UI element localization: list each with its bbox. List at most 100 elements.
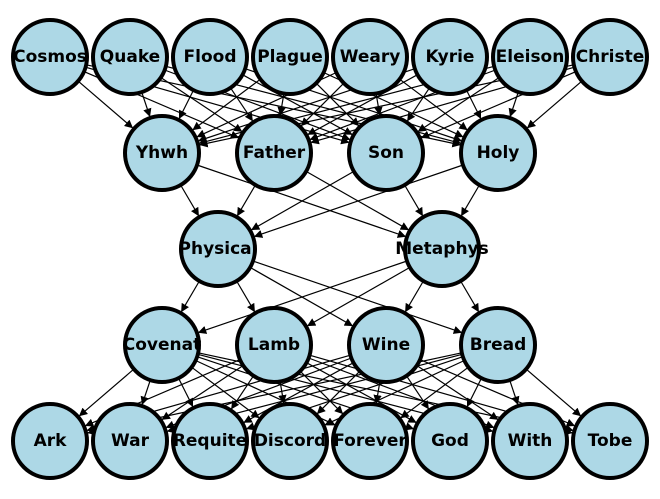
node-circle	[411, 18, 489, 96]
edge-christe-to-holy	[526, 80, 583, 129]
node-weary: Weary	[331, 18, 409, 96]
node-circle	[347, 114, 425, 192]
node-quake: Quake	[91, 18, 169, 96]
node-circle	[571, 402, 649, 480]
node-circle	[403, 210, 481, 288]
edge-yhwh-to-physical	[180, 184, 200, 217]
node-label: Cosmos	[13, 47, 87, 67]
node-lamb: Lamb	[235, 306, 313, 384]
edge-covenat-to-ark	[78, 368, 135, 417]
node-label: Father	[243, 143, 306, 163]
node-circle	[123, 306, 201, 384]
node-wine: Wine	[347, 306, 425, 384]
node-label: Quake	[100, 47, 160, 67]
edge-flood-to-son	[242, 74, 353, 136]
node-label: Bread	[470, 335, 527, 355]
node-flood: Flood	[171, 18, 249, 96]
node-label: Eleison	[496, 47, 565, 67]
node-discord: Discord	[251, 402, 329, 480]
node-circle	[235, 306, 313, 384]
node-circle	[459, 306, 537, 384]
node-circle	[251, 18, 329, 96]
edge-physical-to-lamb	[236, 280, 256, 313]
node-label: Plague	[257, 47, 323, 67]
edge-wine-to-discord	[316, 370, 361, 415]
node-yhwh: Yhwh	[123, 114, 201, 192]
node-circle	[171, 18, 249, 96]
node-kyrie: Kyrie	[411, 18, 489, 96]
node-father: Father	[235, 114, 313, 192]
edge-son-to-metaphys	[404, 184, 424, 217]
node-label: Yhwh	[135, 143, 188, 163]
node-circle	[123, 114, 201, 192]
node-son: Son	[347, 114, 425, 192]
node-label: Kyrie	[426, 47, 475, 67]
node-circle	[331, 402, 409, 480]
node-label: God	[431, 431, 469, 451]
edge-flood-to-father	[230, 87, 254, 122]
node-label: Son	[368, 143, 404, 163]
node-label: Flood	[184, 47, 237, 67]
node-label: Forever	[333, 431, 407, 451]
node-cosmos: Cosmos	[11, 18, 89, 96]
edge-lamb-to-war	[161, 365, 244, 421]
edge-kyrie-to-holy	[465, 89, 482, 120]
node-tobe: Tobe	[571, 402, 649, 480]
edge-quake-to-yhwh	[141, 91, 152, 118]
node-forever: Forever	[331, 402, 409, 480]
node-bread: Bread	[459, 306, 537, 384]
edge-bread-to-god	[466, 377, 483, 408]
node-circle	[235, 114, 313, 192]
node-requite: Requite	[171, 402, 249, 480]
node-circle	[411, 402, 489, 480]
node-label: Metaphys	[395, 239, 489, 259]
node-label: Wine	[362, 335, 410, 355]
edge-weary-to-father	[300, 82, 345, 127]
node-circle	[571, 18, 649, 96]
node-eleison: Eleison	[491, 18, 569, 96]
edge-wine-to-requite	[243, 362, 354, 424]
node-christe: Christe	[571, 18, 649, 96]
node-label: Covenat	[123, 335, 201, 355]
node-label: Physical	[179, 239, 258, 259]
edge-son-to-physical	[250, 170, 355, 231]
node-circle	[91, 402, 169, 480]
node-label: Discord	[254, 431, 326, 451]
node-label: Lamb	[248, 335, 300, 355]
edge-cosmos-to-yhwh	[77, 80, 134, 129]
edge-father-to-physical	[236, 184, 256, 217]
edge-metaphys-to-bread	[460, 280, 480, 313]
node-label: Requite	[173, 431, 247, 451]
node-circle	[11, 18, 89, 96]
node-label: With	[508, 431, 553, 451]
node-circle	[171, 402, 249, 480]
node-label: Ark	[34, 431, 68, 451]
edge-lamb-to-forever	[299, 370, 344, 415]
node-physical: Physical	[179, 210, 258, 288]
node-circle	[179, 210, 257, 288]
node-war: War	[91, 402, 169, 480]
edge-wine-to-with	[416, 365, 499, 421]
edge-bread-to-forever	[400, 366, 469, 419]
edge-eleison-to-holy	[508, 91, 519, 118]
node-label: War	[111, 431, 150, 451]
edge-metaphys-to-wine	[404, 280, 424, 313]
node-label: Tobe	[588, 431, 633, 451]
edge-holy-to-physical	[253, 164, 464, 238]
node-label: Holy	[477, 143, 520, 163]
node-circle	[491, 18, 569, 96]
edge-plague-to-yhwh	[192, 78, 261, 131]
node-circle	[459, 114, 537, 192]
edge-wine-to-god	[406, 375, 430, 410]
node-holy: Holy	[459, 114, 537, 192]
edge-lamb-to-requite	[230, 375, 254, 410]
edge-physical-to-covenat	[180, 280, 200, 313]
node-covenat: Covenat	[123, 306, 201, 384]
node-circle	[251, 402, 329, 480]
node-circle	[347, 306, 425, 384]
edge-metaphys-to-covenat	[197, 260, 408, 334]
node-label: Christe	[576, 47, 645, 67]
edge-eleison-to-son	[417, 77, 500, 133]
